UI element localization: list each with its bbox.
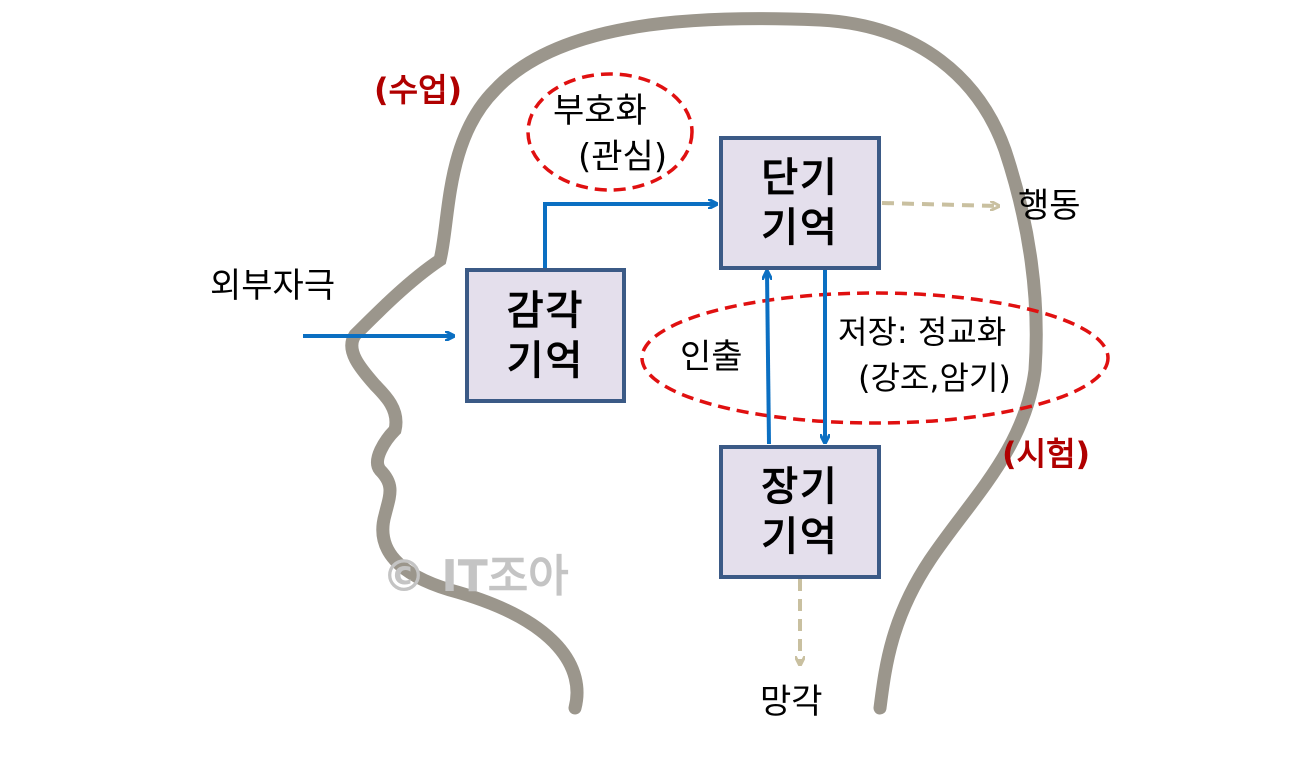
sensory-memory-box: 감각 기억 [465, 268, 626, 403]
behavior-label: 행동 [1018, 186, 1081, 226]
encoding-label-line2: (관심) [578, 137, 668, 177]
forgetting-label: 망각 [760, 682, 823, 722]
sensory-memory-line1: 감각 [506, 287, 585, 334]
long-term-memory-line2: 기억 [761, 514, 839, 560]
storage-retrieval-ellipse [640, 291, 1110, 425]
short-term-memory-line1: 단기 [761, 155, 839, 201]
long-term-memory-box: 장기 기억 [719, 445, 881, 579]
storage-label-line2: (강조,암기) [858, 359, 1011, 397]
retrieval-arrow [767, 272, 769, 445]
storage-label-line1: 저장: 정교화 [838, 313, 1007, 351]
short-term-memory-line2: 기억 [761, 205, 839, 251]
encoding-label-line1: 부호화 [553, 91, 647, 131]
exam-label: (시험) [1002, 435, 1091, 473]
copyright-watermark: © IT조아 [382, 551, 569, 602]
external-stimulus-label: 외부자극 [210, 266, 336, 306]
long-term-memory-line1: 장기 [761, 464, 839, 510]
sensory-memory-line2: 기억 [506, 337, 585, 384]
retrieval-label: 인출 [680, 337, 743, 377]
sensory-to-shortterm-arrow [543, 204, 716, 268]
short-term-memory-box: 단기 기억 [719, 136, 881, 270]
behavior-arrow [881, 203, 998, 206]
head-outline [345, 12, 1043, 715]
encoding-ellipse [526, 72, 694, 192]
lecture-label: (수업) [374, 71, 463, 109]
